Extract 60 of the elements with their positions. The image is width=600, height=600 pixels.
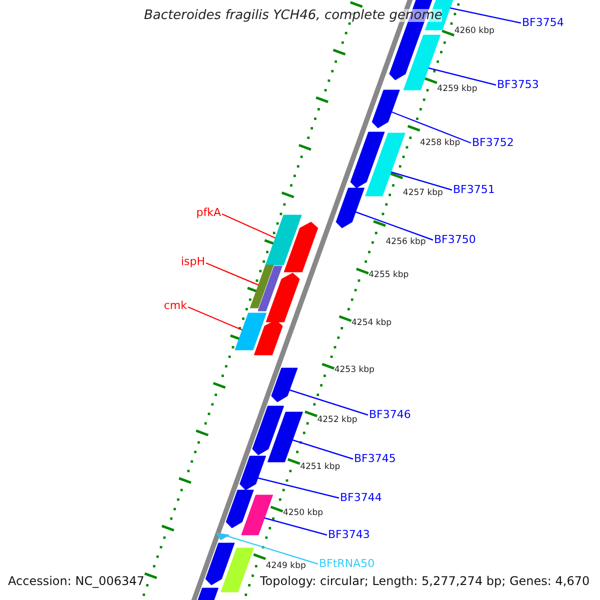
gene-block	[254, 320, 283, 356]
gene-block	[265, 214, 302, 266]
scale-label: 4256 kbp	[386, 238, 426, 247]
gene-block	[205, 542, 235, 586]
gene-block	[350, 132, 385, 188]
scale-label: 4254 kbp	[352, 318, 392, 328]
scale-label: 4250 kbp	[282, 509, 324, 518]
scale-label: 4253 kbp	[334, 366, 374, 375]
gene-block	[220, 548, 254, 592]
accession-text: Accession: NC_006347	[8, 575, 144, 587]
leader-line	[264, 517, 328, 536]
gene-block	[240, 456, 266, 490]
gene-label: pfkA	[196, 206, 221, 220]
gene-block	[250, 264, 274, 308]
gene-label: BF3751	[453, 183, 495, 197]
gene-label: BF3745	[354, 452, 396, 466]
scale-label: 4258 kbp	[420, 139, 460, 148]
gene-label: BF3743	[328, 528, 370, 542]
scale-label: 4252 kbp	[317, 416, 358, 424]
scale-label: 4257 kbp	[402, 188, 443, 198]
gene-block	[241, 494, 274, 536]
leader-line	[226, 535, 318, 565]
gene-block	[336, 188, 365, 228]
gene-block	[226, 490, 254, 528]
scale-label: 4251 kbp	[300, 463, 340, 472]
genome-summary-text: Topology: circular; Length: 5,277,274 bp; Genes: 4,670	[260, 575, 590, 587]
gene-block	[216, 532, 230, 540]
gene-label: BF3753	[497, 78, 539, 92]
gene-label: ispH	[180, 255, 205, 269]
gene-block	[266, 272, 300, 322]
leader-line	[390, 171, 452, 191]
gene-block	[271, 368, 298, 402]
gene-block	[267, 412, 303, 462]
scale-label: 4259 kbp	[437, 84, 478, 94]
scale-label: 4255 kbp	[368, 271, 409, 280]
leader-line	[428, 67, 496, 86]
gene-label: BF3754	[522, 16, 564, 30]
gene-block	[284, 222, 318, 272]
leader-line	[355, 211, 434, 241]
gene-label: BF3750	[434, 233, 476, 247]
leader-line	[188, 306, 242, 331]
leader-line	[222, 213, 276, 239]
title: Bacteroides fragilis YCH46, complete genome	[144, 9, 442, 22]
gene-label: BF3744	[340, 491, 382, 505]
gene-label: BFtRNA50	[319, 557, 375, 571]
scale-label: 4260 kbp	[454, 27, 494, 36]
gene-label: BF3746	[369, 408, 411, 422]
gene-block	[252, 406, 284, 456]
leader-line	[450, 7, 522, 24]
leader-line	[391, 111, 472, 144]
leader-line	[289, 389, 368, 416]
gene-block	[258, 266, 282, 312]
leader-line	[206, 262, 259, 286]
scale-label: 4249 kbp	[266, 562, 306, 570]
gene-label: BF3752	[472, 136, 514, 150]
gene-block	[234, 312, 267, 350]
gene-label: cmk	[164, 299, 187, 313]
leader-line	[258, 477, 340, 499]
leader-line	[292, 439, 354, 460]
gene-block	[372, 90, 400, 128]
